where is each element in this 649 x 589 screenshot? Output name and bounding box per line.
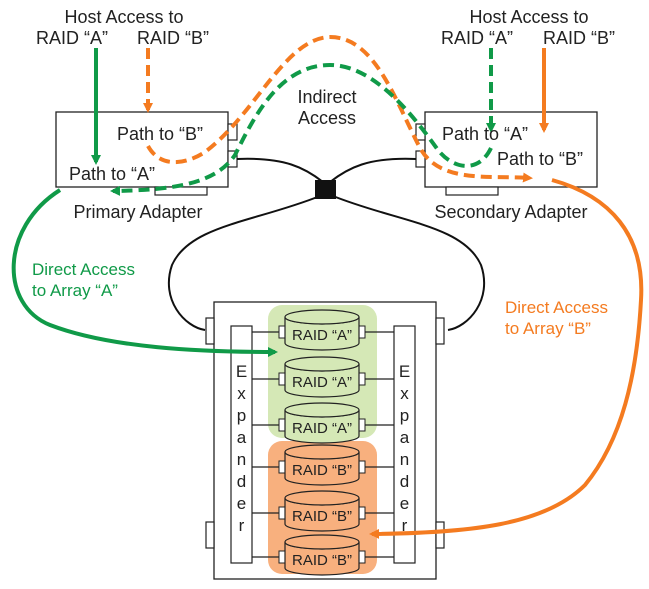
disk-port-left: [278, 418, 286, 432]
host-b-raid-a: RAID “A”: [441, 28, 513, 48]
disk-label: RAID “A”: [292, 327, 352, 344]
primary-path-b-label: Path to “B”: [117, 124, 203, 144]
indirect-access-label: Indirect: [297, 87, 356, 107]
secondary-path-a-label: Path to “A”: [442, 124, 528, 144]
disk-top: [284, 309, 360, 325]
storage-enclosure: [205, 301, 445, 580]
primary-path-a-label: Path to “A”: [69, 164, 155, 184]
disk-top: [284, 356, 360, 372]
expander-letter: a: [237, 428, 247, 447]
direct-access-a-arrow: [11, 188, 278, 357]
raid-disk: RAID “B”: [252, 490, 394, 532]
indirect-access-label-2: Access: [298, 108, 356, 128]
disk-port-right: [358, 372, 366, 386]
disk-label: RAID “B”: [292, 508, 352, 525]
host-b-raid-b: RAID “B”: [543, 28, 615, 48]
expander-letter: a: [400, 428, 410, 447]
expander-letter: d: [400, 472, 409, 491]
secondary-adapter-label: Secondary Adapter: [434, 202, 587, 222]
disk-port-right: [358, 550, 366, 564]
host-a-raid-a: RAID “A”: [36, 28, 108, 48]
raid-disk: RAID “B”: [252, 534, 394, 576]
disk-port-right: [358, 418, 366, 432]
host-b-title: Host Access to: [469, 7, 588, 27]
disk-port-left: [278, 372, 286, 386]
disk-top: [284, 444, 360, 460]
expander-letter: r: [402, 516, 408, 535]
disk-label: RAID “A”: [292, 420, 352, 437]
expander-letter: E: [399, 362, 410, 381]
primary-adapter-label: Primary Adapter: [73, 202, 202, 222]
raid-disk: RAID “A”: [252, 402, 394, 444]
expander-letter: n: [237, 450, 246, 469]
raid-disk: RAID “A”: [252, 356, 394, 398]
host-a-raid-b: RAID “B”: [137, 28, 209, 48]
indirect-access-green-arc: [110, 62, 493, 196]
disk-port-left: [278, 550, 286, 564]
cable-junction: [315, 180, 336, 199]
disk-label: RAID “B”: [292, 462, 352, 479]
expander-letter: x: [400, 384, 409, 403]
disk-label: RAID “B”: [292, 552, 352, 569]
expander-letter: d: [237, 472, 246, 491]
disk-port-left: [278, 506, 286, 520]
expander-letter: n: [400, 450, 409, 469]
expander-right: [393, 325, 416, 564]
direct-access-a-label: Direct Access: [32, 260, 135, 279]
indirect-access-orange-arc: [146, 34, 533, 183]
disk-top: [284, 534, 360, 550]
disk-port-right: [358, 506, 366, 520]
expander-letter: p: [237, 406, 246, 425]
expander-letter: e: [237, 494, 246, 513]
disk-port-right: [358, 460, 366, 474]
expander-letter: E: [236, 362, 247, 381]
raid-disk: RAID “B”: [252, 444, 394, 486]
expander-letter: p: [400, 406, 409, 425]
direct-access-a-label-2: to Array “A”: [32, 281, 118, 300]
disk-top: [284, 402, 360, 418]
raid-disk: RAID “A”: [252, 309, 394, 351]
primary-adapter: [55, 111, 238, 196]
disk-port-left: [278, 460, 286, 474]
direct-access-b-arrow: [369, 178, 644, 539]
expander-letter: e: [400, 494, 409, 513]
disk-label: RAID “A”: [292, 374, 352, 391]
disk-top: [284, 490, 360, 506]
cables: [167, 157, 486, 331]
disk-port-right: [358, 325, 366, 339]
direct-access-b-label-2: to Array “B”: [505, 319, 591, 338]
secondary-path-b-label: Path to “B”: [497, 149, 583, 169]
expander-left: [230, 325, 253, 564]
disk-array: RAID “A” RAID “A” RAID “A” RAID “B” RAID “B”…: [252, 309, 394, 576]
host-a-title: Host Access to: [64, 7, 183, 27]
disk-port-left: [278, 325, 286, 339]
expander-letter: r: [239, 516, 245, 535]
expander-letter: x: [237, 384, 246, 403]
direct-access-b-label: Direct Access: [505, 298, 608, 317]
